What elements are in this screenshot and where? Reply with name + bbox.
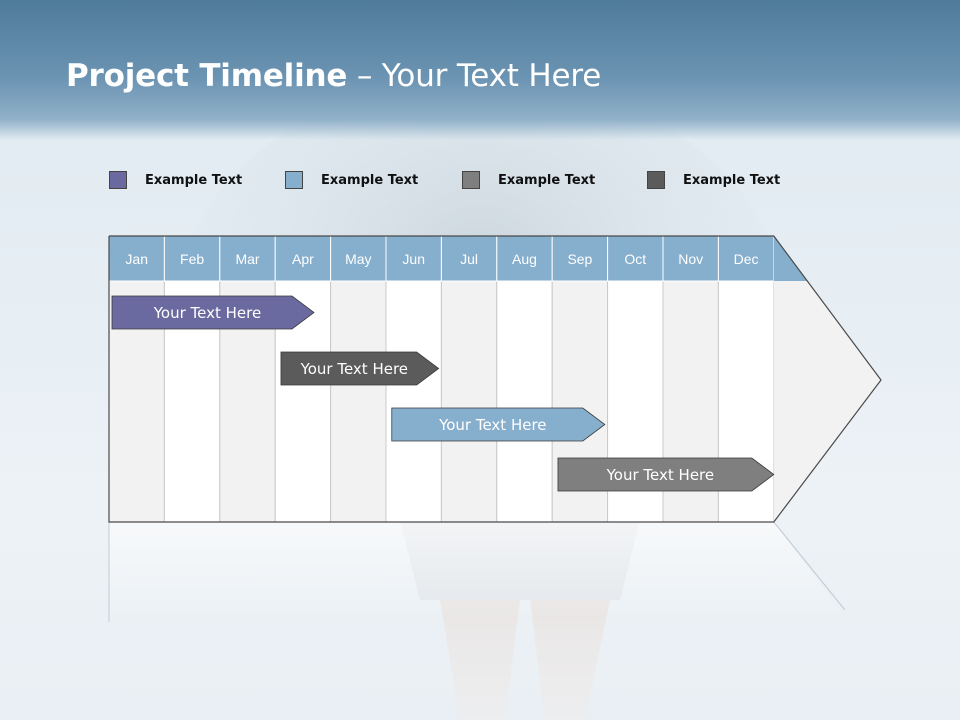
legend-item-4: Example Text <box>647 170 780 190</box>
month-label: Jan <box>125 251 148 267</box>
legend-swatch <box>462 171 480 189</box>
legend-label: Example Text <box>498 172 596 188</box>
month-label: Nov <box>678 251 703 267</box>
task-bar[interactable] <box>391 407 606 442</box>
month-column <box>219 235 276 523</box>
month-label: Jul <box>460 251 478 267</box>
month-columns <box>108 235 881 523</box>
task-bar[interactable] <box>557 457 775 492</box>
task-bar[interactable] <box>111 295 315 330</box>
reflection-edge <box>773 521 846 611</box>
month-label: Dec <box>734 251 759 267</box>
month-column <box>440 235 498 523</box>
month-header-cell <box>108 235 165 282</box>
month-label: Feb <box>180 251 204 267</box>
timeline-reflection <box>108 521 846 622</box>
month-header-cell <box>163 235 221 282</box>
arrow-outline <box>108 235 882 523</box>
legend-label: Example Text <box>683 172 781 188</box>
legend-item-2: Example Text <box>285 170 418 190</box>
task-bar-label: Your Text Here <box>438 416 546 434</box>
month-header-cell <box>551 235 609 282</box>
legend-swatch <box>647 171 665 189</box>
header-band <box>0 0 960 140</box>
title-bold-part: Project Timeline <box>66 58 348 94</box>
legend-swatch <box>285 171 303 189</box>
task-bar-label: Your Text Here <box>153 304 261 322</box>
month-header-row: Jan Feb Mar Apr May Jun Jul Aug Sep Oct Nov Dec <box>108 235 808 282</box>
task-bar-label: Your Text Here <box>300 360 408 378</box>
task-bar[interactable] <box>280 351 440 386</box>
arrow-head <box>773 236 881 522</box>
legend-label: Example Text <box>321 172 419 188</box>
month-label: Jun <box>402 251 425 267</box>
title-rest-part: – Your Text Here <box>347 58 602 94</box>
task-bar-label: Your Text Here <box>606 466 714 484</box>
month-header-cell <box>274 235 332 282</box>
month-column <box>108 235 165 523</box>
month-header-cell <box>662 235 719 282</box>
month-label: Aug <box>512 251 537 267</box>
month-label: Oct <box>624 251 646 267</box>
legend-item-3: Example Text <box>462 170 595 190</box>
page-title: Project Timeline – Your Text Here <box>66 58 601 94</box>
month-header-cell <box>219 235 276 282</box>
month-header-cell <box>330 235 387 282</box>
reflection-shape <box>109 522 841 622</box>
legend-item-1: Example Text <box>109 170 242 190</box>
month-label: Mar <box>235 251 259 267</box>
month-label: Sep <box>567 251 592 267</box>
month-label: Apr <box>292 251 314 267</box>
month-header-cell <box>607 235 664 282</box>
legend-label: Example Text <box>145 172 243 188</box>
month-header-cell <box>385 235 442 282</box>
arrow-outline-line <box>108 235 882 523</box>
legend-swatch <box>109 171 127 189</box>
month-label: May <box>345 251 371 267</box>
